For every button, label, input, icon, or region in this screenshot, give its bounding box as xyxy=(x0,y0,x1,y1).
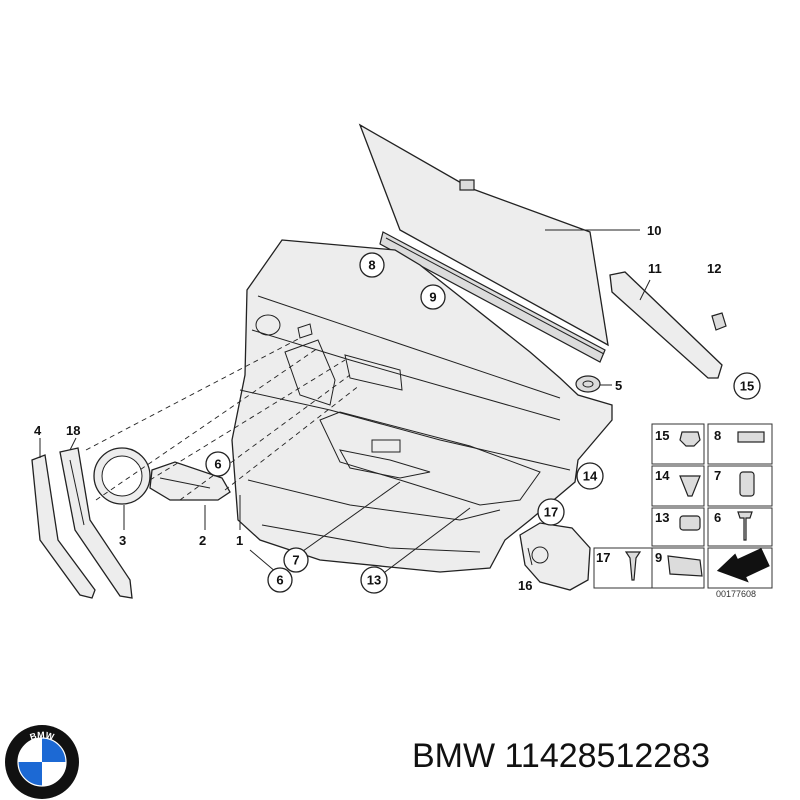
callout-7: 7 xyxy=(292,553,299,568)
part-trim-4 xyxy=(31,454,96,599)
callout-15: 15 xyxy=(740,379,754,394)
circled-callouts: 8 9 15 14 17 6 7 6 13 xyxy=(205,252,761,594)
parts-legend: 15 8 14 7 13 6 17 9 00177608 xyxy=(593,423,773,599)
legend-8: 8 xyxy=(714,428,721,443)
svg-text:BMW: BMW xyxy=(29,730,56,742)
legend-7: 7 xyxy=(714,468,721,483)
callout-14: 14 xyxy=(583,469,598,484)
callout-16: 16 xyxy=(518,578,532,593)
leader-lines xyxy=(39,229,651,579)
callout-2: 2 xyxy=(199,533,206,548)
legend-13: 13 xyxy=(655,510,669,525)
legend-14: 14 xyxy=(655,468,670,483)
callout-6a: 6 xyxy=(214,457,221,472)
part-trim-strip xyxy=(609,271,723,379)
callout-4: 4 xyxy=(34,423,42,438)
part-trim-18 xyxy=(59,447,133,599)
callout-10: 10 xyxy=(647,223,661,238)
callout-17: 17 xyxy=(544,505,558,520)
part-clip-5 xyxy=(575,375,601,393)
callout-18: 18 xyxy=(66,423,80,438)
callouts: 10 11 12 5 4 18 3 2 1 16 xyxy=(34,223,721,593)
legend-17: 17 xyxy=(596,550,610,565)
callout-8: 8 xyxy=(368,258,375,273)
legend-9: 9 xyxy=(655,550,662,565)
callout-11: 11 xyxy=(648,261,662,276)
bmw-roundel-icon: BMW xyxy=(5,725,79,799)
construction-lines xyxy=(85,337,361,501)
part-door-panel xyxy=(231,239,613,573)
callout-1: 1 xyxy=(236,533,243,548)
legend-6: 6 xyxy=(714,510,721,525)
callout-3: 3 xyxy=(119,533,126,548)
part-speaker-ring-3 xyxy=(93,447,151,505)
logo-letters: BMW xyxy=(29,730,56,742)
callout-13: 13 xyxy=(367,573,381,588)
part-sunshade xyxy=(358,123,609,363)
part-clip-12 xyxy=(711,312,727,331)
legend-15: 15 xyxy=(655,428,669,443)
callout-12: 12 xyxy=(707,261,721,276)
callout-6b: 6 xyxy=(276,573,283,588)
callout-9: 9 xyxy=(429,290,436,305)
callout-5: 5 xyxy=(615,378,622,393)
part-handle-2 xyxy=(149,461,231,501)
part-number-caption: BMW 11428512283 xyxy=(412,737,711,775)
diagram-code: 00177608 xyxy=(716,589,756,599)
